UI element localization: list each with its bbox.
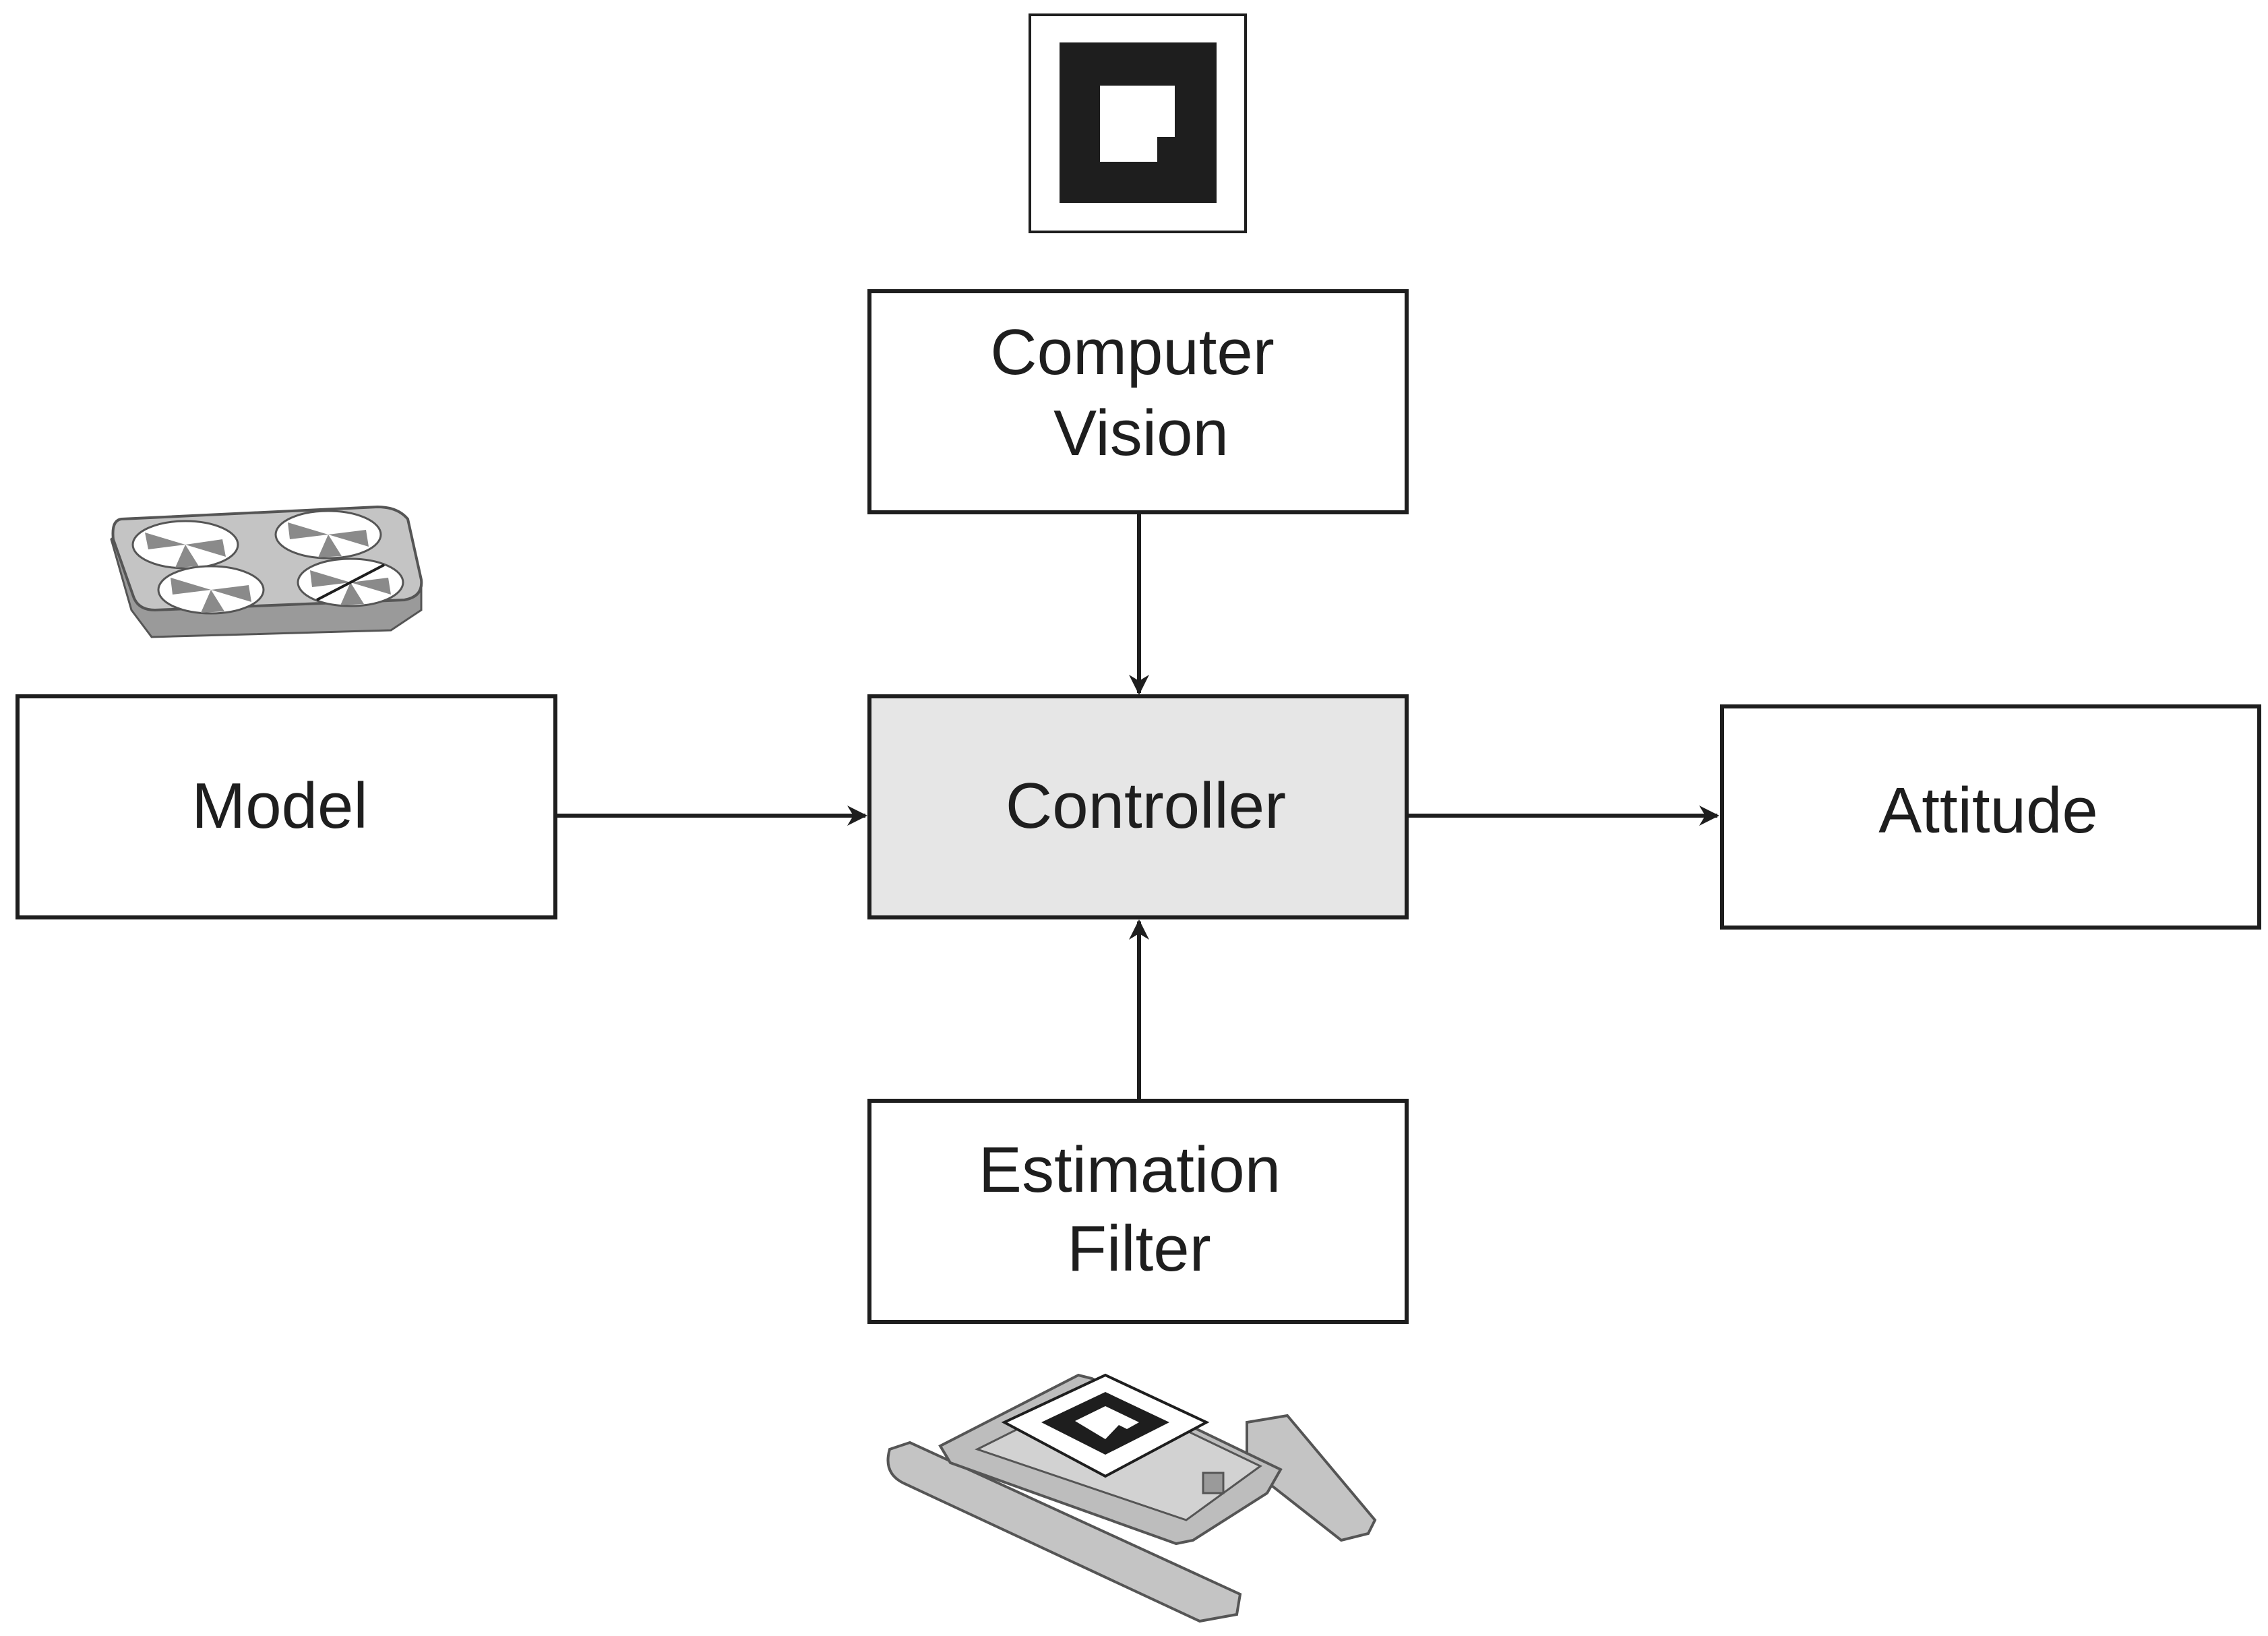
quadcopter-drone-icon	[110, 505, 423, 638]
catamaran-boat-icon	[886, 1373, 1377, 1623]
estimation-filter-label-line2: Filter	[1067, 1213, 1210, 1285]
estimation-filter-box: Estimation Filter	[867, 1099, 1409, 1324]
attitude-box: Attitude	[1720, 704, 2261, 930]
model-box: Model	[16, 694, 557, 919]
controller-label: Controller	[1006, 770, 1286, 842]
fiducial-marker-icon	[1029, 13, 1247, 233]
computer-vision-box: Computer Vision	[867, 289, 1409, 514]
model-label: Model	[191, 770, 367, 842]
controller-box: Controller	[867, 694, 1409, 919]
attitude-label: Attitude	[1878, 775, 2098, 847]
estimation-filter-label-line1: Estimation	[979, 1134, 1281, 1206]
computer-vision-label-line1: Computer	[990, 316, 1275, 388]
computer-vision-label-line2: Vision	[1053, 397, 1229, 469]
